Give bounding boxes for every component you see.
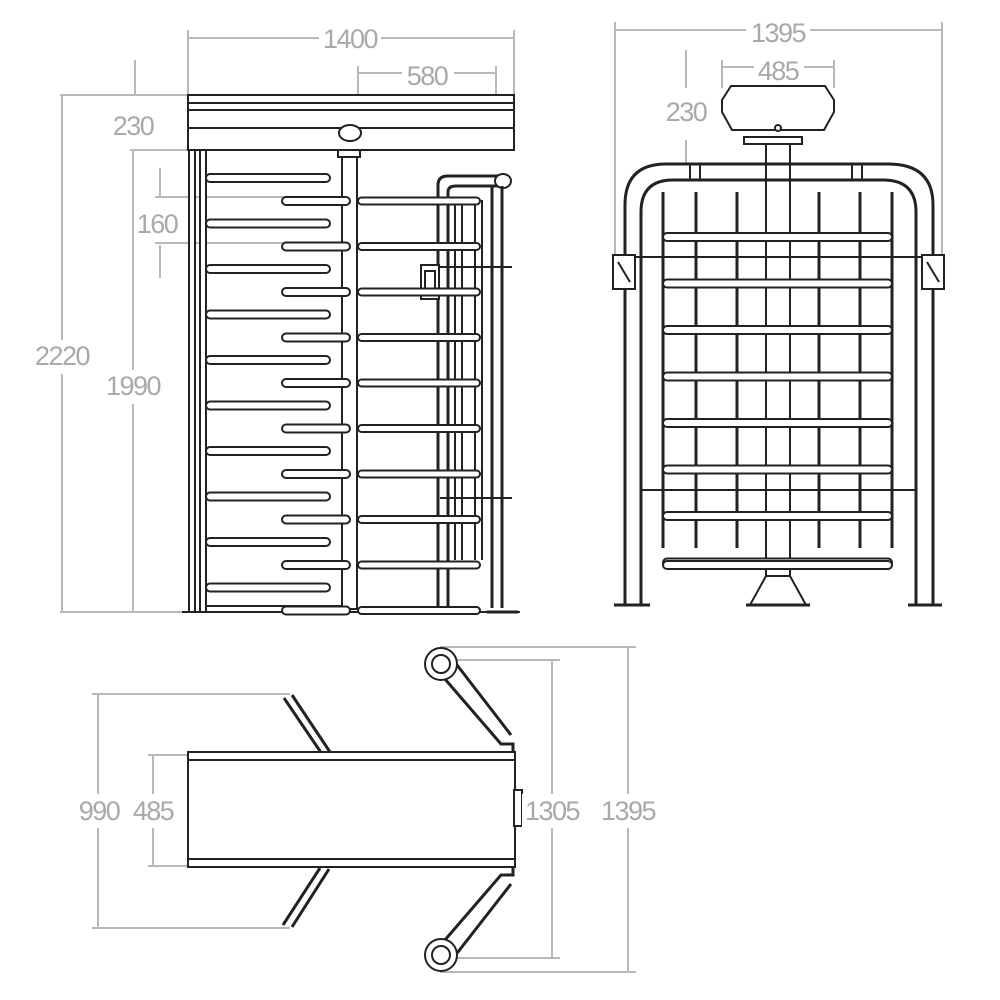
plan-upper-left-arm: [282, 697, 324, 755]
side-rotor-arm: [662, 325, 893, 335]
front-left-arm: [205, 355, 331, 365]
front-mid-arm: [281, 514, 351, 525]
front-right-arm: [357, 242, 481, 251]
front-right-arm: [357, 333, 481, 342]
front-mid-arm: [281, 332, 351, 343]
front-total-height-label: 2220: [35, 341, 90, 371]
front-left-arm: [205, 218, 331, 229]
side-rotor-arm: [662, 464, 893, 475]
side-rotor-arm: [662, 511, 893, 521]
side-rotor-arm: [662, 418, 893, 428]
front-mid-arm: [281, 560, 351, 570]
front-mid-arm: [281, 423, 351, 434]
front-left-arm: [205, 446, 331, 456]
front-left-arm: [205, 537, 331, 547]
plan-view: [92, 646, 636, 973]
front-mid-arm: [281, 605, 351, 616]
front-right-arm: [357, 560, 481, 570]
plan-upper-post: [424, 647, 458, 681]
front-right-arm: [357, 287, 481, 297]
side-top-height-label: 230: [666, 97, 707, 127]
plan-cabinet-depth-label: 485: [133, 796, 174, 826]
front-mid-arm: [281, 469, 351, 479]
plan-inner-length-label: 1305: [525, 796, 580, 826]
front-bar-spacing-label: 160: [137, 209, 178, 239]
plan-cabinet: [187, 751, 516, 868]
side-rotor-arms: [662, 232, 893, 570]
front-right-arm: [357, 515, 481, 524]
front-top-height-label: 230: [113, 111, 154, 141]
side-width-label: 1395: [751, 18, 806, 48]
front-mid-arm: [281, 196, 351, 206]
front-mid-arm: [281, 241, 351, 252]
front-left-arm: [205, 491, 331, 502]
front-width-label: 1400: [323, 24, 378, 54]
front-right-arm: [357, 424, 481, 433]
front-view: [60, 30, 520, 616]
front-right-arm: [357, 196, 481, 206]
front-left-arm: [205, 309, 331, 320]
front-rotor-arms: [205, 173, 481, 616]
front-left-arm: [205, 264, 331, 274]
front-left-arm: [205, 173, 331, 183]
front-right-arm: [357, 378, 481, 388]
plan-lower-left-arm: [281, 867, 322, 926]
front-right-arm: [357, 606, 481, 615]
front-left-arm: [205, 582, 331, 593]
front-arm-spacing-label: 580: [407, 61, 448, 91]
front-left-arm: [205, 400, 331, 411]
side-rotor-arm: [662, 560, 893, 570]
side-rotor-arm: [662, 232, 893, 242]
front-card-reader: [338, 124, 362, 142]
front-right-arm: [357, 469, 481, 479]
front-passage-height-label: 1990: [106, 371, 161, 401]
side-view: [612, 22, 945, 607]
plan-depth-label: 990: [79, 796, 120, 826]
side-top-width-label: 485: [758, 56, 799, 86]
side-head: [721, 85, 835, 131]
plan-lower-post: [424, 938, 458, 972]
front-mid-arm: [281, 378, 351, 388]
side-center-post: [765, 143, 791, 577]
front-left-post: [188, 149, 196, 613]
side-rotor-arm: [662, 278, 893, 289]
side-rotor-arm: [662, 371, 893, 382]
plan-outer-length-label: 1395: [601, 796, 656, 826]
front-mid-arm: [281, 287, 351, 297]
